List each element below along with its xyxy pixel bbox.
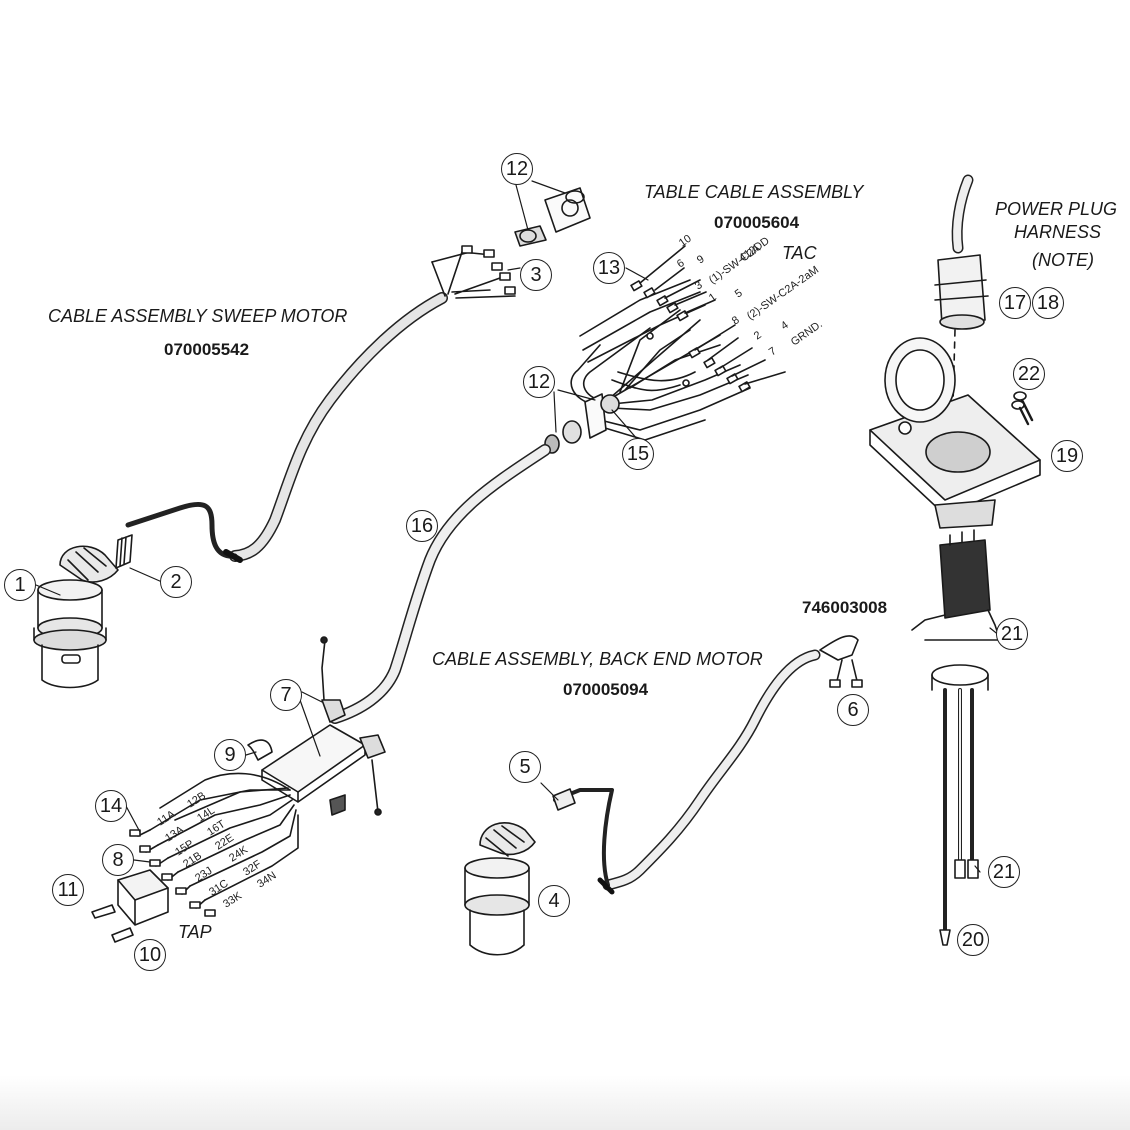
callout-21-upper: 21 (996, 618, 1028, 650)
callout-6: 6 (837, 694, 869, 726)
callout-10: 10 (134, 939, 166, 971)
wire-label-9: 9 (695, 253, 707, 266)
tap-label-11a: 11A (155, 808, 178, 829)
callout-19: 19 (1051, 440, 1083, 472)
tac-label: TAC (782, 243, 817, 263)
power-plug-title-1: POWER PLUG (995, 199, 1118, 219)
ground-and-lead-wires (939, 688, 979, 946)
callout-21-lower: 21 (988, 856, 1020, 888)
wire-label-3: 3 (693, 279, 705, 292)
wire-label-1: 1 (707, 291, 719, 304)
sweep-cable-terminals (431, 245, 516, 299)
callout-1: 1 (4, 569, 36, 601)
backend-motor-connector (464, 788, 576, 956)
sweep-motor-connector (33, 534, 133, 689)
tap-label-33k: 33K (221, 889, 245, 910)
tap-block (91, 869, 169, 943)
wire-label-10: 10 (677, 233, 694, 250)
wire-label-grnd: GRND. (789, 318, 825, 348)
callout-9: 9 (214, 739, 246, 771)
callout-15: 15 (622, 438, 654, 470)
table-cable-grommets (544, 393, 620, 454)
wire-label-6: 6 (675, 257, 687, 270)
wire-label-5: 5 (733, 287, 745, 300)
screw-22 (1011, 400, 1030, 426)
sweep-motor-cable (125, 292, 448, 563)
backend-cable-part-number: 070005094 (563, 680, 649, 699)
callout-7: 7 (270, 679, 302, 711)
callout-17: 17 (999, 287, 1031, 319)
power-plug-harness (934, 174, 989, 441)
callout-3: 3 (520, 259, 552, 291)
table-cable-title: TABLE CABLE ASSEMBLY (644, 182, 864, 202)
tap-wire-labels: 11A 12B 13A 14L 15P 16T 21B 22E 23J 24K … (155, 790, 279, 911)
wire-label-2: 2 (752, 329, 764, 342)
switch-label-412dd: 412DD (737, 235, 772, 265)
tap-label-31c: 31C (207, 877, 231, 898)
leader-lines (35, 180, 1006, 873)
grommet-nut-top (514, 187, 591, 247)
table-cable-part-number: 070005604 (714, 213, 800, 232)
backend-motor-cable (553, 635, 863, 895)
callout-13: 13 (593, 252, 625, 284)
bottom-fade (0, 1075, 1130, 1130)
tap-label: TAP (178, 922, 212, 942)
callout-2: 2 (160, 566, 192, 598)
callout-4: 4 (538, 885, 570, 917)
tap-harness (129, 772, 299, 917)
wire-label-4: 4 (779, 319, 791, 332)
cable-clip-9 (247, 739, 273, 761)
sweep-cable-part-number: 070005542 (164, 340, 250, 359)
callout-18: 18 (1032, 287, 1064, 319)
junction-box (261, 636, 386, 816)
callout-12-middle: 12 (523, 366, 555, 398)
receptacle-body (911, 499, 1001, 691)
callout-12-top: 12 (501, 153, 533, 185)
tap-label-14l: 14L (195, 804, 217, 824)
callout-22: 22 (1013, 358, 1045, 390)
backend-cable-title: CABLE ASSEMBLY, BACK END MOTOR (432, 649, 763, 669)
callout-14: 14 (95, 790, 127, 822)
callout-16: 16 (406, 510, 438, 542)
sweep-cable-title: CABLE ASSEMBLY SWEEP MOTOR (48, 306, 348, 326)
wire-label-8: 8 (730, 314, 742, 327)
callout-11: 11 (52, 874, 84, 906)
power-plug-title-2: HARNESS (1014, 222, 1102, 242)
wire-label-7: 7 (767, 345, 779, 358)
switch-label-2: (2)-SW-C2A-2aM (745, 264, 821, 322)
callout-20: 20 (957, 924, 989, 956)
main-cable-16 (329, 444, 551, 724)
part-number-746003008: 746003008 (802, 598, 888, 617)
table-cable-harness (570, 245, 786, 441)
power-plug-note: (NOTE) (1032, 250, 1094, 270)
callout-5: 5 (509, 751, 541, 783)
callout-8: 8 (102, 844, 134, 876)
mounting-plate (869, 337, 1041, 516)
tap-label-23j: 23J (193, 865, 214, 885)
